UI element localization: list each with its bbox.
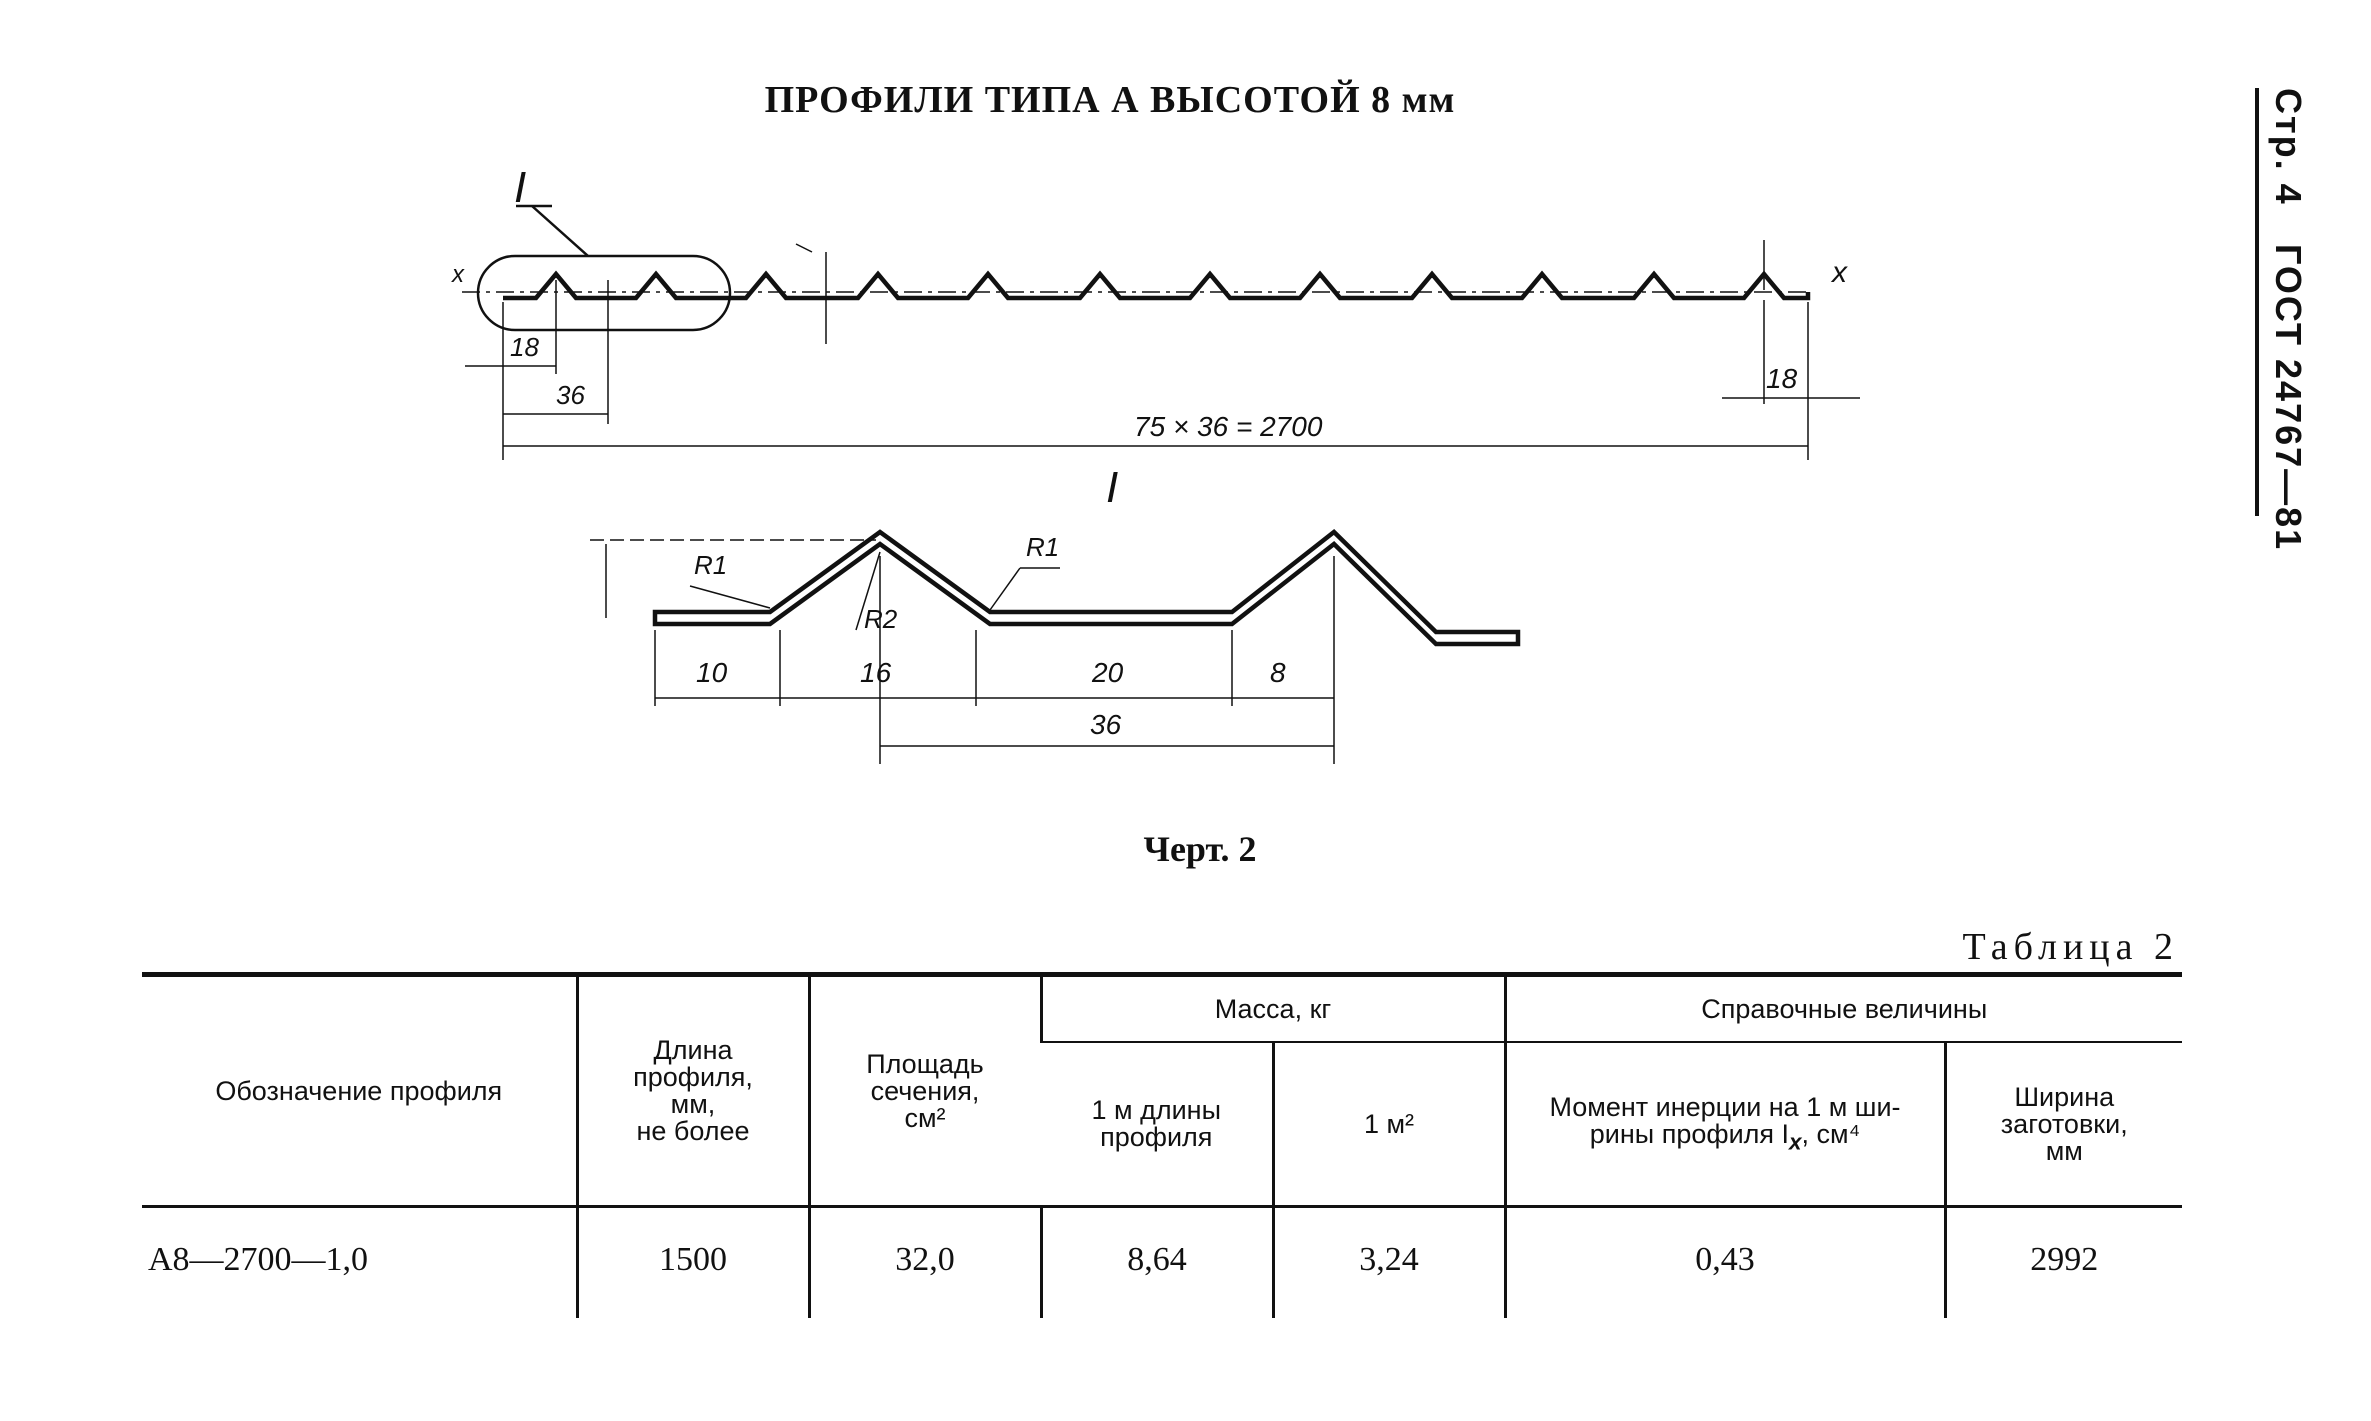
detail-label-top: I	[514, 163, 526, 212]
axis-label-right: x	[1830, 256, 1848, 289]
cell-inertia: 0,43	[1503, 1205, 1945, 1318]
detail-label-detail: I	[1106, 463, 1118, 512]
header-area: Площадь сечения, см²	[807, 972, 1041, 1207]
cell-designation: А8—2700—1,0	[142, 1205, 577, 1318]
header-designation: Обозначение профиля	[142, 972, 577, 1207]
header-mass-group: Масса, кг	[1039, 972, 1505, 1043]
side-page-number: Стр. 4	[2268, 88, 2309, 206]
dim-end: 18	[1766, 363, 1798, 394]
cell-blank-width: 2992	[1943, 1205, 2182, 1318]
drawing-caption: Черт. 2	[1143, 829, 1257, 869]
axis-label-left: x	[451, 261, 465, 288]
dim-total: 75 × 36 = 2700	[1134, 411, 1323, 442]
table-row: А8—2700—1,0 1500 32,0 8,64 3,24 0,43 299…	[142, 1205, 2182, 1318]
side-header: Стр. 4 ГОСТ 24767—81	[2255, 88, 2309, 551]
cell-area: 32,0	[807, 1205, 1041, 1318]
header-length: Длина профиля, мм, не более	[575, 972, 809, 1207]
detail-dim-10: 10	[696, 657, 728, 688]
table-label: Таблица 2	[1962, 926, 2179, 968]
dim-pitch: 36	[556, 380, 585, 410]
detail-profile-outline	[652, 529, 1521, 647]
profile-drawing: I x x 18 36 18 75 × 36 = 2700 I R1 R1 R2…	[451, 163, 1860, 764]
header-mass-per-m2: 1 м²	[1271, 1041, 1505, 1207]
page-title: ПРОФИЛИ ТИПА А ВЫСОТОЙ 8 мм	[764, 79, 1456, 121]
cell-length: 1500	[575, 1205, 809, 1318]
cell-mass-per-m2: 3,24	[1271, 1205, 1505, 1318]
detail-callout-outline	[476, 254, 732, 332]
header-inertia: Момент инерции на 1 м ши- рины профиля I…	[1503, 1041, 1945, 1207]
detail-dim-8: 8	[1270, 657, 1286, 688]
header-mass-per-m: 1 м длины профиля	[1041, 1041, 1273, 1207]
detail-radius-r1-left: R1	[694, 550, 727, 580]
detail-dim-20: 20	[1091, 657, 1124, 688]
cell-mass-per-m: 8,64	[1039, 1205, 1273, 1318]
detail-dim-16: 16	[860, 657, 892, 688]
header-reference-group: Справочные величины	[1503, 972, 2182, 1043]
header-blank-width: Ширина заготовки, мм	[1943, 1041, 2182, 1207]
dim-half-pitch: 18	[510, 332, 539, 362]
profile-outline	[503, 270, 1811, 301]
detail-radius-r1-right: R1	[1026, 532, 1059, 562]
profile-spec-table: Обозначение профиля Длина профиля, мм, н…	[142, 972, 2182, 1318]
detail-radius-r2: R2	[864, 604, 898, 634]
side-standard-number: ГОСТ 24767—81	[2268, 243, 2309, 551]
detail-dim-36: 36	[1090, 709, 1122, 740]
